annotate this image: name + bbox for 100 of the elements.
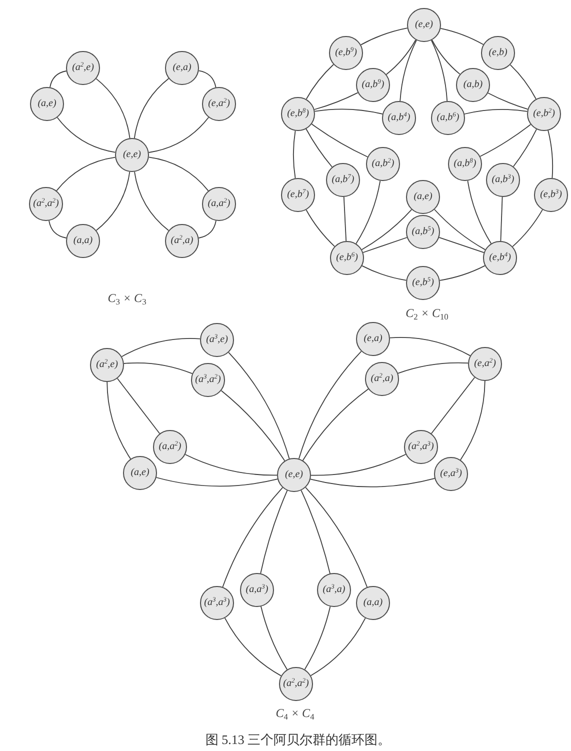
edge-line xyxy=(362,237,408,253)
vertex-label: (e,b$^{2}$) xyxy=(533,109,555,119)
edge-line xyxy=(343,196,347,242)
edge-line xyxy=(480,124,532,157)
edge-line xyxy=(198,70,216,88)
vertex-label: (a$^{2}$,a$^{3}$) xyxy=(408,442,434,452)
vertex-label: (a$^{2}$,a$^{2}$) xyxy=(33,199,59,209)
edge-line xyxy=(148,156,209,192)
vertex-label: (a$^{2}$,a) xyxy=(370,374,394,384)
vertex-circle xyxy=(456,68,490,102)
vertex-label: (e,e) xyxy=(414,20,434,30)
graph-title: C$_{4}$ × C$_{4}$ xyxy=(276,706,314,720)
vertex-circle xyxy=(123,456,157,490)
vertex-circle xyxy=(356,586,390,620)
vertex-circle xyxy=(448,147,482,181)
edge-line xyxy=(96,78,130,139)
edge-line xyxy=(134,171,170,231)
edge-line xyxy=(500,196,503,242)
edge-line xyxy=(298,350,362,460)
vertex-label: (a,b$^{7}$) xyxy=(332,175,354,185)
vertex-circle xyxy=(277,458,311,492)
vertex-circle xyxy=(30,87,64,121)
vertex-circle xyxy=(191,363,225,397)
vertex-circle xyxy=(330,241,364,275)
vertex-circle xyxy=(365,362,399,396)
edge-line xyxy=(386,39,416,75)
vertex-label: (e,b$^{7}$) xyxy=(287,190,309,200)
vertex-label: (e,b$^{4}$) xyxy=(489,253,511,263)
edge-line xyxy=(400,40,417,102)
vertex-label: (a,e) xyxy=(130,468,150,478)
graph-title: C$_{3}$ × C$_{3}$ xyxy=(108,290,146,306)
edge-line xyxy=(121,338,200,358)
vertex-label: (e,a) xyxy=(364,334,382,344)
vertex-circle xyxy=(202,87,236,121)
vertex-circle xyxy=(281,97,315,131)
vertex-label: (a,b$^{3}$) xyxy=(492,175,514,185)
vertex-label: (a$^{3}$,e) xyxy=(206,335,228,345)
edge-line xyxy=(356,180,381,244)
edge-line xyxy=(311,124,368,158)
edge-line xyxy=(302,388,369,461)
vertex-label: (a,e) xyxy=(38,99,56,109)
edge-line xyxy=(440,28,484,45)
vertex-circle xyxy=(66,51,100,85)
edge-line xyxy=(430,40,448,102)
vertex-label: (a,b) xyxy=(463,80,483,90)
edge-line xyxy=(438,236,484,254)
edge-line xyxy=(156,477,278,487)
figure-caption: 图 5.13 三个阿贝尔群的循环图。 xyxy=(205,732,391,748)
vertex-circle xyxy=(90,348,124,382)
vertex-label: (e,b$^{8}$) xyxy=(287,109,309,119)
edge-line xyxy=(460,380,486,460)
vertex-label: (a$^{3}$,a$^{3}$) xyxy=(204,598,230,608)
edge-line xyxy=(488,92,528,110)
vertex-circle xyxy=(356,322,390,356)
edge-line xyxy=(123,362,193,374)
vertex-circle xyxy=(200,323,234,357)
vertex-label: (e,e) xyxy=(284,470,304,480)
edge-line xyxy=(224,618,282,676)
vertex-label: (a,b$^{2}$) xyxy=(372,159,394,169)
vertex-circle xyxy=(404,430,438,464)
edge-line xyxy=(50,70,67,88)
vertex-label: (e,b$^{6}$) xyxy=(336,253,358,263)
edge-line xyxy=(310,618,366,676)
edge-line xyxy=(106,382,132,460)
edge-line xyxy=(510,64,536,100)
vertex-label: (a$^{2}$,a) xyxy=(170,236,194,246)
vertex-label: (a,e) xyxy=(414,192,432,202)
vertex-circle xyxy=(240,573,274,607)
vertex-label: (a$^{3}$,a$^{2}$) xyxy=(195,375,221,385)
vertex-label: (e,a$^{3}$) xyxy=(440,469,462,479)
vertex-circle xyxy=(481,36,515,70)
edge-line xyxy=(148,116,210,153)
edge-line xyxy=(361,209,412,250)
edge-line xyxy=(260,490,288,574)
edge-line xyxy=(306,64,334,100)
vertex-label: (e,a) xyxy=(172,63,192,73)
vertex-circle xyxy=(434,457,468,491)
vertex-label: (a,a) xyxy=(73,236,93,246)
vertex-label: (a,a$^{2}$) xyxy=(158,442,182,452)
vertex-circle xyxy=(431,101,465,135)
edge-line xyxy=(306,128,333,168)
edge-line xyxy=(432,40,460,75)
vertex-circle xyxy=(406,266,440,300)
vertex-label: (e,b$^{3}$) xyxy=(540,190,562,200)
vertex-label: (a$^{2}$,a$^{2}$) xyxy=(283,679,309,689)
edge-line xyxy=(314,92,358,110)
vertex-circle xyxy=(468,347,502,381)
vertex-label: (a,b$^{8}$) xyxy=(454,159,476,169)
edge-line xyxy=(362,265,407,281)
edge-line xyxy=(260,606,288,670)
edge-line xyxy=(310,478,436,488)
vertex-circle xyxy=(279,667,313,701)
edge-line xyxy=(314,108,383,114)
vertex-circle xyxy=(406,215,440,249)
edge-line xyxy=(96,171,130,231)
edge-line xyxy=(512,128,537,167)
edge-line xyxy=(464,108,528,114)
vertex-circle xyxy=(407,8,441,42)
vertex-label: (a,a) xyxy=(363,598,383,608)
edge-line xyxy=(512,209,543,248)
